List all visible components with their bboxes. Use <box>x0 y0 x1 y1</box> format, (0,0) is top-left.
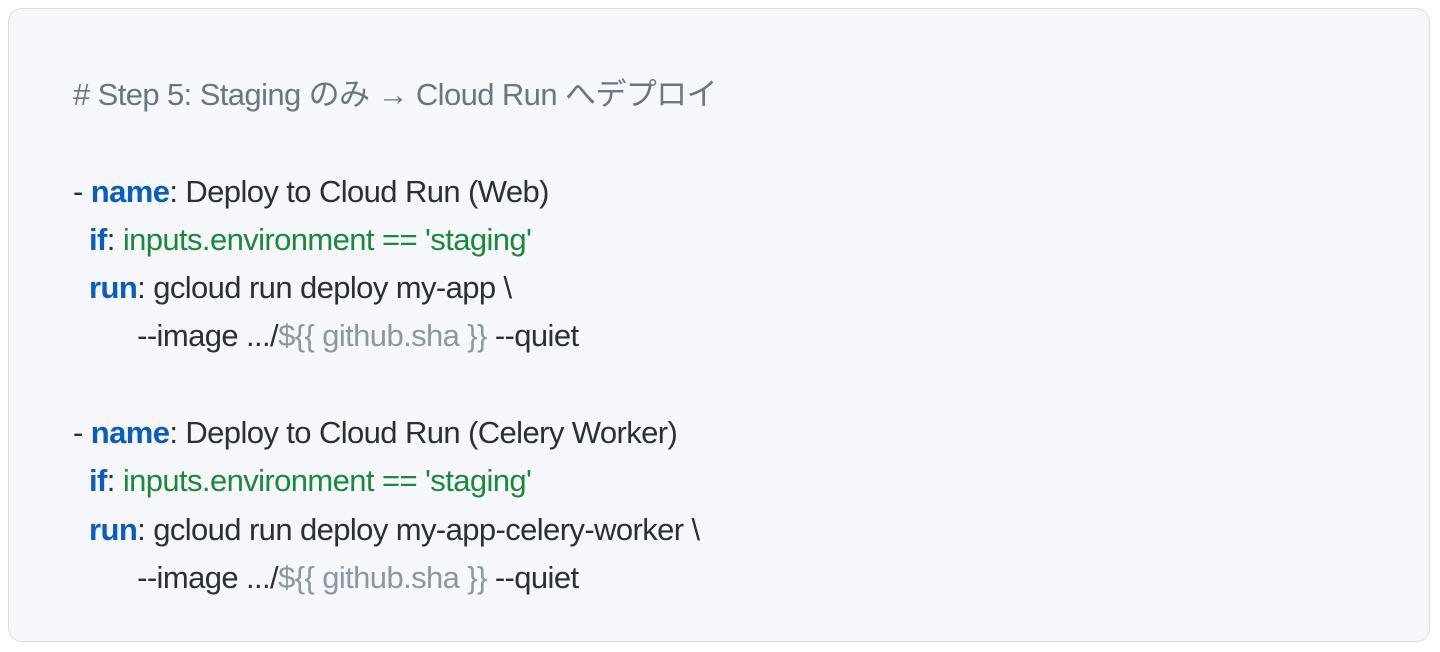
yaml-key: if <box>89 221 107 257</box>
code-line: - name: Deploy to Cloud Run (Web) <box>73 173 549 209</box>
condition-string: inputs.environment == 'staging' <box>122 221 532 257</box>
code-line: run: gcloud run deploy my-app \ <box>89 270 512 306</box>
blank-line <box>73 119 717 167</box>
yaml-key: run <box>89 270 138 306</box>
code-line: --image .../${{ github.sha }} --quiet <box>137 318 579 354</box>
code-block: # Step 5: Staging のみ → Cloud Run へデプロイ -… <box>8 8 1430 642</box>
code-line: if: inputs.environment == 'staging' <box>89 463 532 499</box>
template-expression: ${{ github.sha }} <box>278 318 487 354</box>
code-content: # Step 5: Staging のみ → Cloud Run へデプロイ -… <box>73 71 718 602</box>
yaml-key: if <box>89 463 107 499</box>
yaml-key: name <box>90 173 170 209</box>
code-comment: # Step 5: Staging のみ → Cloud Run へデプロイ <box>73 77 718 112</box>
code-line: if: inputs.environment == 'staging' <box>89 221 532 257</box>
blank-line <box>73 361 717 409</box>
code-line: --image .../${{ github.sha }} --quiet <box>137 559 579 595</box>
condition-string: inputs.environment == 'staging' <box>122 463 532 499</box>
code-line: run: gcloud run deploy my-app-celery-wor… <box>89 511 700 547</box>
template-expression: ${{ github.sha }} <box>278 559 487 595</box>
yaml-key: name <box>90 415 170 451</box>
yaml-key: run <box>89 511 138 547</box>
code-line: - name: Deploy to Cloud Run (Celery Work… <box>73 415 678 451</box>
